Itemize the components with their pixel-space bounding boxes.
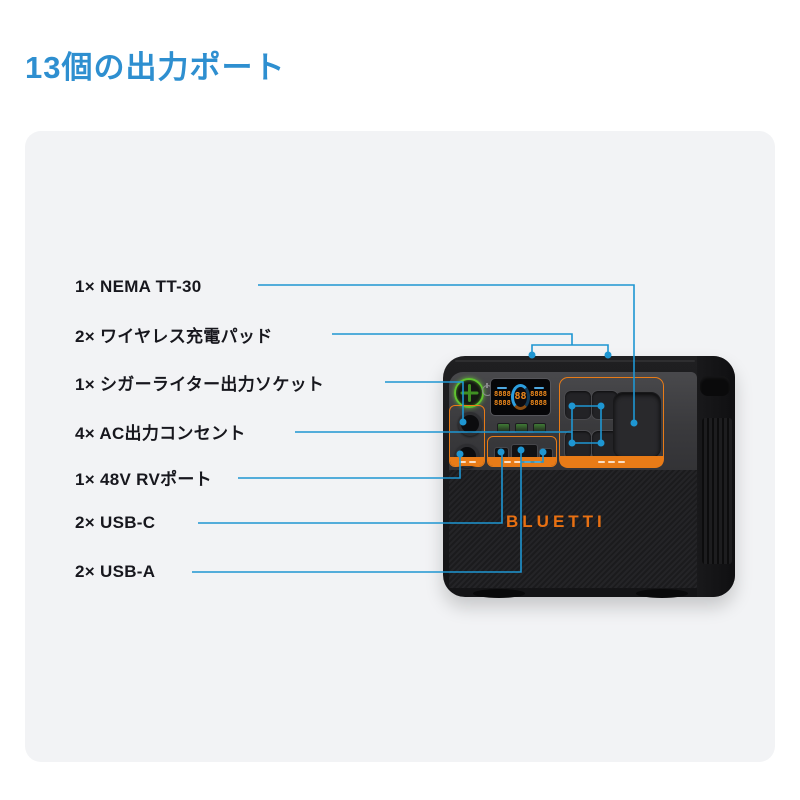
usb-output-box: [487, 436, 557, 467]
ac-outlet-1[interactable]: [564, 390, 592, 420]
seven-segment-digits: 8888: [530, 390, 547, 398]
usb-box-microtext: [488, 457, 556, 466]
top-edge-highlight: [455, 360, 695, 362]
ac-output-box: [559, 377, 664, 468]
seven-segment-digits: 8888: [494, 399, 511, 407]
battery-percent-digits: 88: [514, 391, 527, 402]
device-foot: [636, 589, 688, 598]
dc-output-box: [449, 405, 485, 468]
page-title: 13個の出力ポート: [25, 50, 286, 85]
ac-power-knob[interactable]: [454, 378, 484, 408]
display-right-readout: 8888 8888: [530, 387, 547, 407]
label-cigarette-lighter-socket: 1× シガーライター出力ソケット: [75, 374, 325, 394]
panel-button[interactable]: [533, 423, 546, 433]
label-usb-c: 2× USB-C: [75, 513, 156, 532]
ac-box-microtext: [560, 456, 663, 467]
knob-blade: [460, 391, 479, 395]
seven-segment-digits: 8888: [494, 390, 511, 398]
seven-segment-digits: 8888: [530, 399, 547, 407]
dc-box-microtext: [450, 457, 484, 466]
display-output-label: [533, 387, 544, 389]
panel-button[interactable]: [497, 423, 510, 433]
label-usb-a: 2× USB-A: [75, 562, 156, 581]
label-ac-outlets: 4× AC出力コンセント: [75, 423, 246, 443]
nema-tt30-outlet[interactable]: [613, 392, 661, 458]
speaker-grille: [702, 418, 732, 564]
cigarette-lighter-socket[interactable]: [458, 412, 482, 436]
label-nema-tt30: 1× NEMA TT-30: [75, 277, 202, 296]
label-wireless-charging-pad: 2× ワイヤレス充電パッド: [75, 326, 273, 346]
lcd-display: 8888 8888 88 8888 8888: [490, 378, 551, 416]
label-48v-rv-port: 1× 48V RVポート: [75, 469, 212, 489]
battery-gauge-ring: 88: [510, 384, 531, 410]
panel-button[interactable]: [515, 423, 528, 433]
display-left-readout: 8888 8888: [494, 387, 511, 407]
device-foot: [473, 589, 525, 598]
handle-recess: [700, 376, 730, 396]
display-input-label: [497, 387, 508, 389]
brand-logo: BLUETTI: [506, 512, 606, 531]
